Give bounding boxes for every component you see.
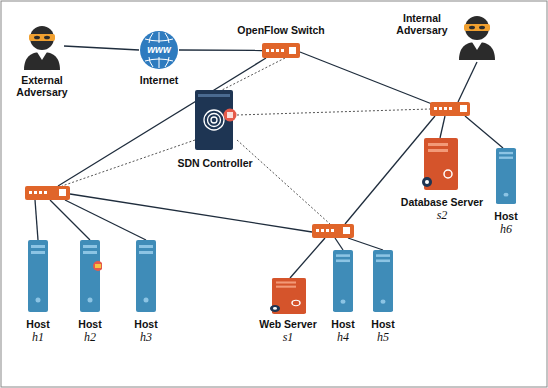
node-label: SDN Controller <box>177 157 252 169</box>
node-label: Database Server <box>401 196 483 208</box>
node-icon <box>422 138 458 190</box>
host-machine: Hosth5 <box>373 250 395 312</box>
node-symbol: s1 <box>283 331 294 343</box>
host-machine: Hosth1 <box>28 240 50 312</box>
node-symbol: h1 <box>32 331 44 343</box>
openflow-switch: OpenFlow Switch <box>262 43 300 58</box>
internet-globe: wwwInternet <box>139 30 179 70</box>
node-label: Host <box>494 210 517 222</box>
web-server: Web Servers1 <box>270 278 306 314</box>
node-symbol: s2 <box>437 209 448 221</box>
node-icon <box>28 240 50 312</box>
node-icon <box>455 12 499 60</box>
node-label: Host <box>26 318 49 330</box>
node-icon <box>333 250 355 312</box>
node-symbol: h6 <box>500 223 512 235</box>
node-icon <box>373 250 395 312</box>
node-icon <box>195 90 237 150</box>
globe-text: www <box>146 44 171 56</box>
node-icon <box>496 148 518 204</box>
node-symbol: h3 <box>140 331 152 343</box>
node-label: Host <box>331 318 354 330</box>
node-label: Internet <box>140 74 179 86</box>
host-machine: Hosth3 <box>136 240 158 312</box>
network-link <box>64 46 139 50</box>
node-symbol: h2 <box>84 331 96 343</box>
node-label: OpenFlow Switch <box>237 24 325 36</box>
adversary-icon: Internal Adversary <box>455 12 499 60</box>
host-machine: Hosth2 <box>80 240 102 312</box>
sdn-controller: SDN Controller <box>195 90 237 150</box>
host-machine: Hosth6 <box>496 148 518 204</box>
node-label: Host <box>371 318 394 330</box>
node-symbol: h5 <box>377 331 389 343</box>
node-icon <box>270 278 306 314</box>
node-icon <box>20 22 64 70</box>
network-link <box>179 49 262 51</box>
node-label: External Adversary <box>11 74 73 98</box>
node-icon <box>262 43 300 58</box>
node-symbol: h4 <box>337 331 349 343</box>
solid-links <box>35 52 503 278</box>
node-label: Host <box>78 318 101 330</box>
control-links <box>62 58 430 224</box>
database-server: Database Servers2 <box>422 138 458 190</box>
unlabeled-switches <box>25 102 470 238</box>
node-label: Internal Adversary <box>391 12 453 36</box>
node-icon <box>136 240 158 312</box>
node-label: Web Server <box>259 318 317 330</box>
node-label: Host <box>134 318 157 330</box>
adversary-icon: External Adversary <box>20 22 64 70</box>
host-machine: Hosth4 <box>333 250 355 312</box>
node-icon <box>80 240 102 312</box>
